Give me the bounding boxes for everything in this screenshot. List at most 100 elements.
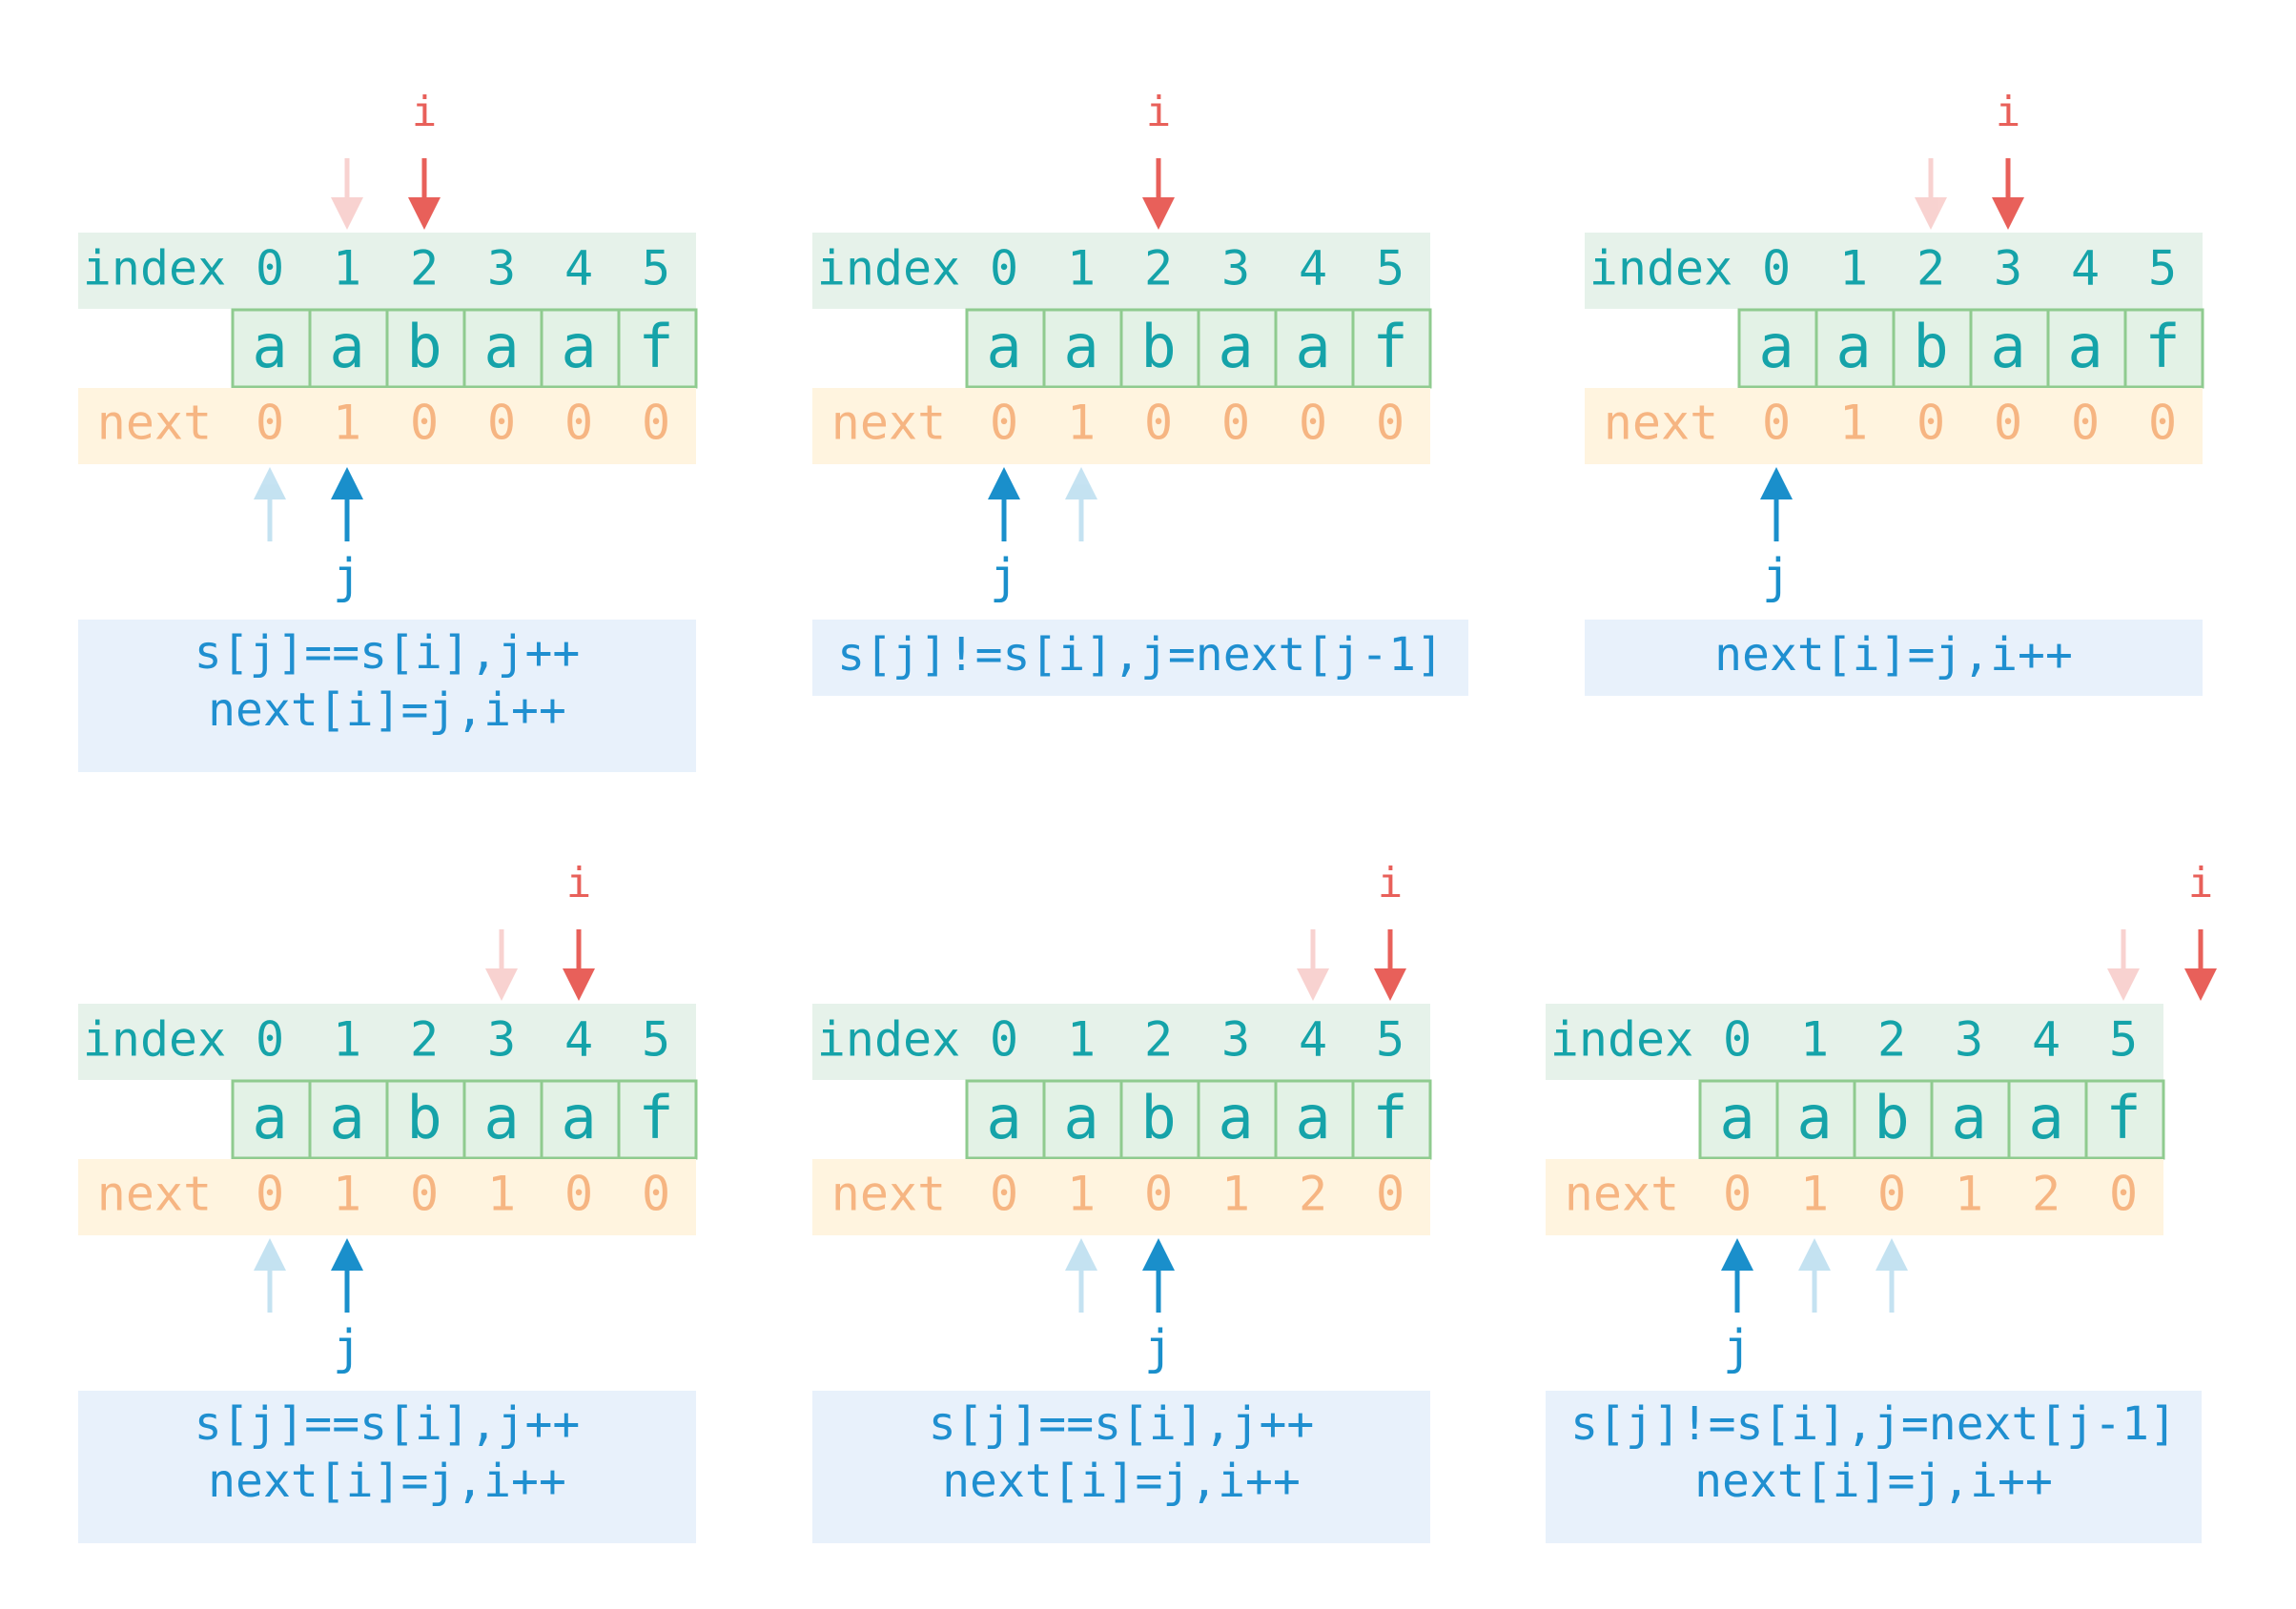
index-value: 3 [487, 1012, 516, 1068]
next-value: 0 [564, 396, 593, 451]
j-pointer-ghost [254, 1238, 286, 1313]
index-value: 4 [2032, 1012, 2060, 1068]
next-band [812, 388, 1430, 464]
command-band [1546, 1391, 2202, 1543]
next-value: 0 [1723, 1167, 1752, 1222]
string-char: a [1218, 1083, 1253, 1152]
string-cell: f [1351, 1079, 1432, 1160]
string-char: a [986, 312, 1021, 381]
next-value: 0 [256, 396, 284, 451]
j-pointer-label: j [990, 549, 1018, 604]
i-pointer-label: i [412, 88, 438, 136]
index-value: 4 [2071, 241, 2100, 296]
string-char: a [252, 312, 287, 381]
string-cell: a [540, 308, 621, 389]
j-pointer-label: j [333, 1320, 361, 1375]
string-cell: a [1930, 1079, 2011, 1160]
i-pointer-arrow [2184, 929, 2217, 1001]
index-value: 3 [1221, 241, 1250, 296]
j-pointer-group: j [254, 1238, 363, 1375]
j-pointer-ghost [1065, 1238, 1097, 1313]
string-char: a [329, 1083, 364, 1152]
next-label: next [1565, 1167, 1679, 1222]
j-pointer-ghost [254, 467, 286, 541]
string-cell: b [1853, 1079, 1934, 1160]
i-pointer-ghost-head [331, 197, 363, 230]
command-box: s[j]==s[i],j++next[i]=j,i++ [78, 1391, 696, 1543]
index-value: 1 [333, 1012, 361, 1068]
index-value: 4 [1299, 241, 1327, 296]
index-value: 5 [1376, 1012, 1404, 1068]
j-pointer-ghost-head [1876, 1238, 1908, 1271]
i-pointer-ghost-head [485, 968, 518, 1001]
string-cell: a [2046, 308, 2127, 389]
string-char: a [1796, 1083, 1832, 1152]
next-value: 0 [410, 396, 439, 451]
index-value: 3 [1994, 241, 2022, 296]
string-cell-box [308, 1079, 389, 1160]
command-line: s[j]==s[i],j++ [195, 626, 581, 680]
next-label: next [97, 396, 212, 451]
string-cell: a [1814, 308, 1896, 389]
index-value: 2 [410, 1012, 439, 1068]
i-pointer-label: i [1996, 88, 2021, 136]
index-band [1546, 1004, 2163, 1080]
string-cell-box [965, 308, 1046, 389]
string-cell: f [617, 1079, 698, 1160]
string-cell: a [231, 308, 312, 389]
command-band [78, 620, 696, 772]
i-pointer-arrow [1142, 158, 1175, 230]
string-char: a [1063, 1083, 1098, 1152]
next-value: 0 [2071, 396, 2100, 451]
next-band [1585, 388, 2203, 464]
string-char: a [329, 312, 364, 381]
next-value: 1 [1221, 1167, 1250, 1222]
command-band [78, 1391, 696, 1543]
command-line: next[i]=j,i++ [208, 683, 566, 737]
next-value: 0 [487, 396, 516, 451]
string-cell-box [617, 308, 698, 389]
index-value: 2 [410, 241, 439, 296]
j-pointer-group: j [988, 467, 1097, 604]
next-value: 0 [2109, 1167, 2138, 1222]
index-value: 5 [2109, 1012, 2138, 1068]
string-char: f [1372, 1083, 1407, 1152]
string-cell: a [1197, 1079, 1278, 1160]
index-value: 5 [642, 241, 670, 296]
string-char: a [1835, 312, 1871, 381]
string-cell: a [462, 308, 543, 389]
string-char: f [2144, 312, 2180, 381]
i-pointer-group: i [1297, 859, 1406, 1001]
string-cell-box [1274, 308, 1355, 389]
next-value: 1 [333, 396, 361, 451]
next-value: 1 [1067, 396, 1096, 451]
string-char: f [1372, 312, 1407, 381]
string-cell: b [1892, 308, 1973, 389]
next-value: 0 [2148, 396, 2177, 451]
string-cell: a [1042, 308, 1123, 389]
string-cell: f [617, 308, 698, 389]
string-char: b [406, 312, 441, 381]
next-value: 1 [333, 1167, 361, 1222]
index-label: index [83, 241, 227, 296]
j-pointer-ghost-head [1798, 1238, 1831, 1271]
next-value: 1 [1800, 1167, 1829, 1222]
command-box: next[i]=j,i++ [1585, 620, 2203, 696]
index-value: 1 [333, 241, 361, 296]
i-pointer-group: i [485, 859, 595, 1001]
command-line: s[j]!=s[i],j=next[j-1] [1570, 1397, 2177, 1451]
index-value: 3 [487, 241, 516, 296]
next-band [78, 1159, 696, 1235]
string-cell-box [1814, 308, 1896, 389]
j-pointer-arrow [1142, 1238, 1175, 1313]
i-pointer-arrow-head [563, 968, 595, 1001]
string-cell: b [1119, 308, 1200, 389]
